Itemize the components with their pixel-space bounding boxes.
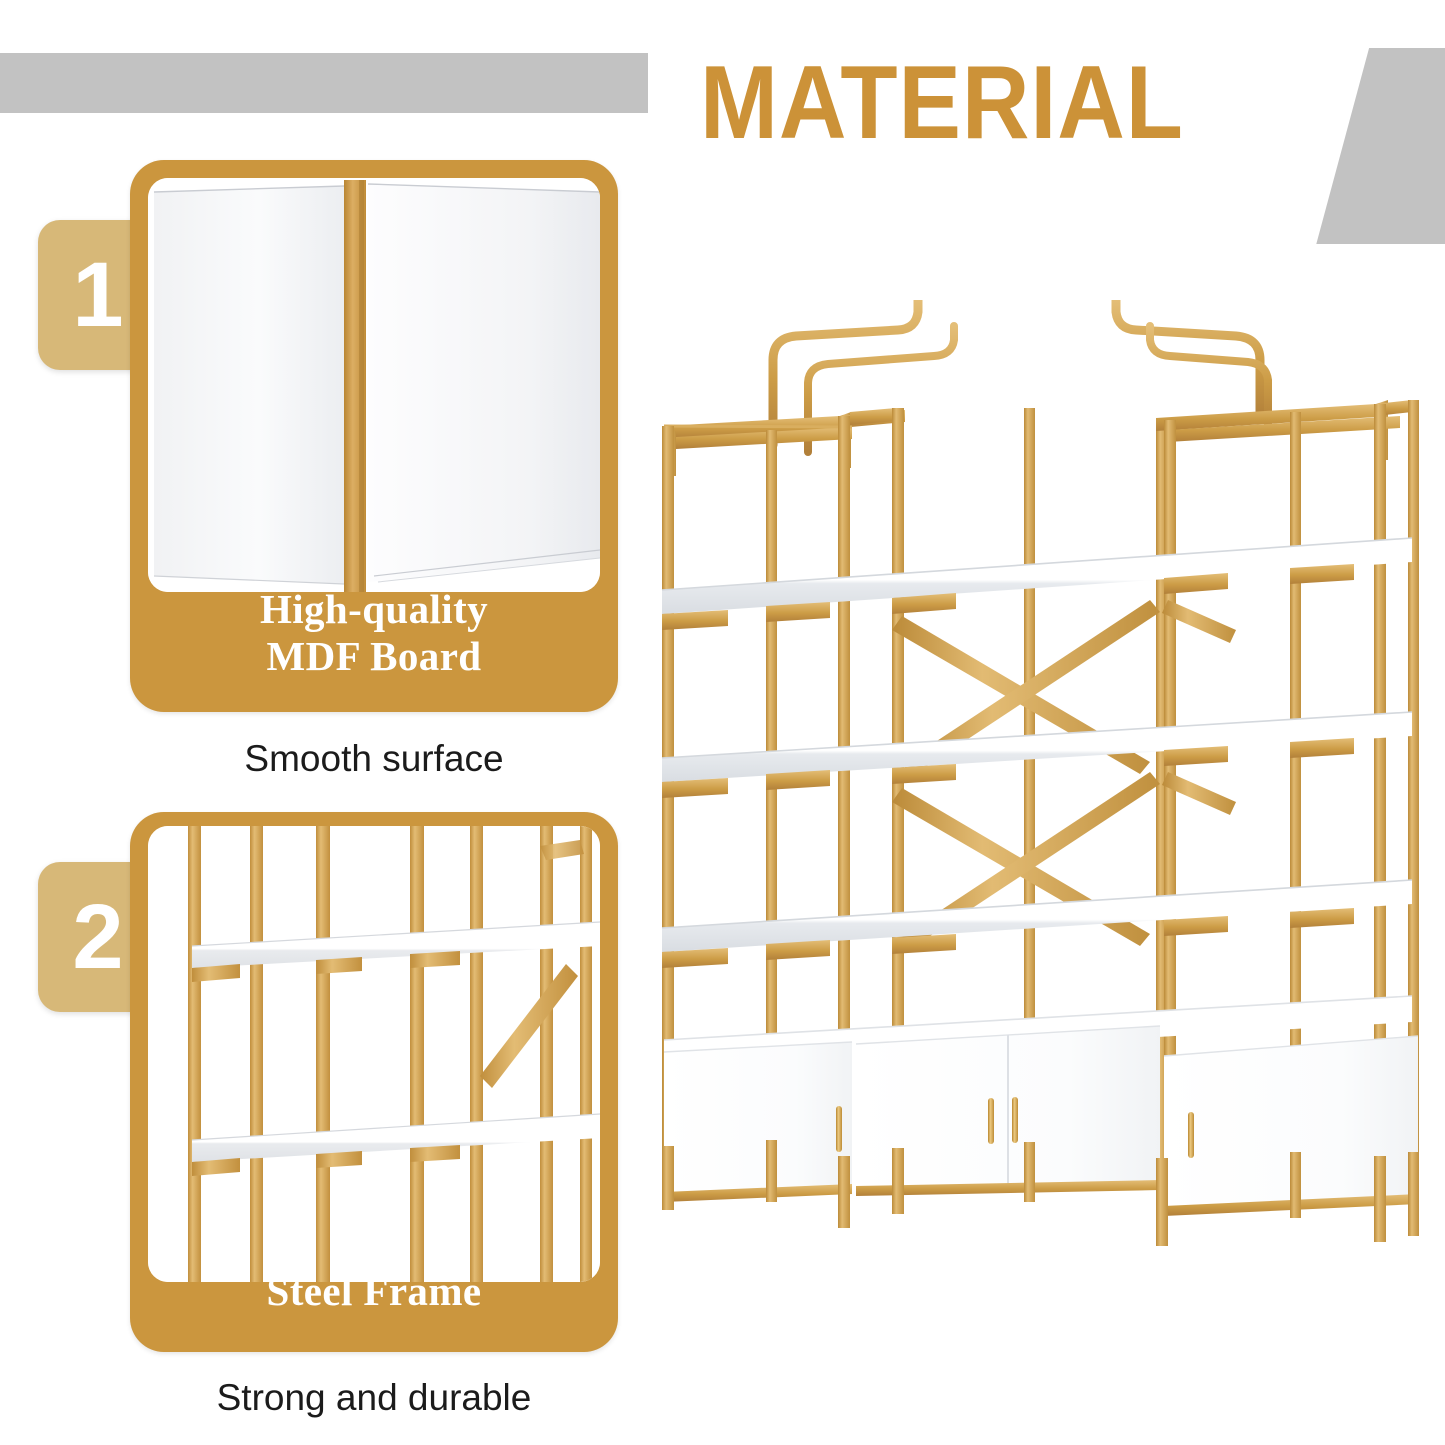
feature-frame-2: Steel Frame [130,812,618,1352]
product-image [640,300,1440,1260]
shelf-row-3 [661,879,1413,968]
header-gray-wedge [1316,48,1445,244]
cabinet-handle-2 [988,1098,994,1144]
cabinet-handle-3 [1012,1097,1018,1143]
mdf-board-illustration [148,178,600,592]
feature-caption-2-line1: Steel Frame [266,1268,482,1314]
bookshelf-illustration [640,300,1440,1260]
feature-card-2: 2 [0,812,650,1432]
shelf-row-2 [661,711,1413,798]
cabinet-base [663,995,1419,1216]
header-gray-bar [0,53,648,113]
steel-frame-illustration [148,826,600,1282]
mdf-board-photo [148,178,600,592]
feature-frame-1: High-quality MDF Board [130,160,618,712]
shelf-row-1 [661,537,1413,630]
feature-caption-1-line1: High-quality [259,586,489,632]
feature-card-1: 1 [0,160,650,800]
legs [662,1140,1419,1246]
crown-ornament [768,300,1272,456]
feature-caption-2: Steel Frame [130,1258,618,1352]
feature-caption-1-line2: MDF Board [266,633,482,679]
cabinet-handle-1 [836,1106,842,1152]
page-title: MATERIAL [700,45,1184,161]
cabinet-handle-4 [1188,1112,1194,1158]
steel-frame-photo [148,826,600,1282]
feature-subtitle-2: Strong and durable [216,1377,532,1418]
feature-caption-1: High-quality MDF Board [130,578,618,712]
feature-subtitle-1: Smooth surface [244,738,504,779]
